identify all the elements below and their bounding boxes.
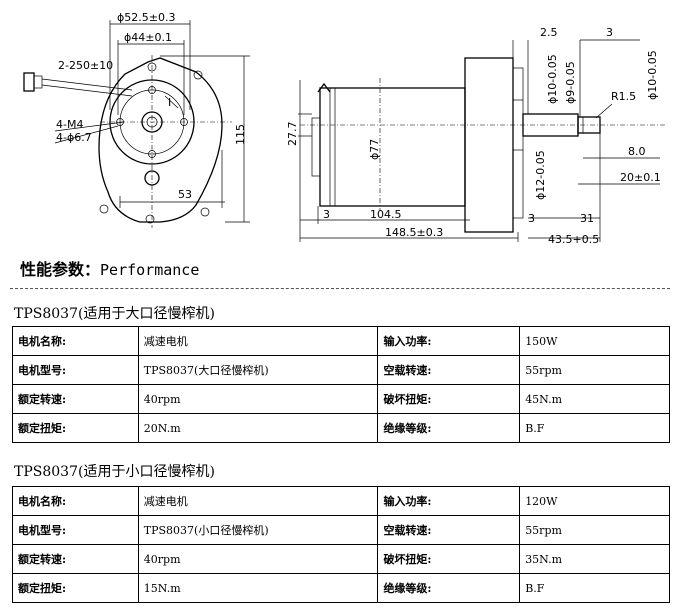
divider xyxy=(10,288,670,289)
technical-drawing: ϕ52.5±0.3 ϕ44±0.1 2-250±10 4-M4 4-ϕ6.7 1… xyxy=(23,11,665,246)
table-row: 额定扭矩: 20N.m 绝缘等级: B.F xyxy=(12,413,670,443)
table-row: 额定扭矩: 15N.m 绝缘等级: B.F xyxy=(12,573,670,603)
dim-10a: ϕ10-0.05 xyxy=(546,54,559,104)
cell-value: 150W xyxy=(519,326,670,356)
table-row: 电机名称: 减速电机 输入功率: 120W xyxy=(12,486,670,516)
cell-value: 55rpm xyxy=(519,355,670,385)
cell-key: 空载转速: xyxy=(377,355,521,385)
dim-20: 20±0.1 xyxy=(620,171,661,184)
dim-2-5: 2.5 xyxy=(540,26,558,39)
dim-9: ϕ9-0.05 xyxy=(564,61,577,104)
dim-r15: R1.5 xyxy=(611,90,636,103)
dim-3a: 3 xyxy=(323,208,330,221)
detail-mark: I xyxy=(168,96,171,109)
dim-10b: ϕ10-0.05 xyxy=(646,50,659,100)
cell-key: 额定扭矩: xyxy=(12,413,139,443)
cell-key: 电机名称: xyxy=(12,486,139,516)
cell-value: 55rpm xyxy=(519,515,670,545)
dim-wire: 2-250±10 xyxy=(58,59,113,72)
cell-value: TPS8037(大口径慢榨机) xyxy=(137,355,379,385)
dim-holes: 4-ϕ6.7 xyxy=(56,131,92,144)
cell-value: TPS8037(小口径慢榨机) xyxy=(137,515,379,545)
cell-value: 40rpm xyxy=(137,544,379,574)
table-2-title: TPS8037(适用于小口径慢榨机) xyxy=(14,464,215,480)
cell-key: 电机名称: xyxy=(12,326,139,356)
table-row: 电机型号: TPS8037(小口径慢榨机) 空载转速: 55rpm xyxy=(12,515,670,545)
cell-key: 输入功率: xyxy=(377,486,521,516)
cell-key: 额定转速: xyxy=(12,544,139,574)
cell-key: 额定扭矩: xyxy=(12,573,139,603)
performance-heading-en: Performance xyxy=(100,261,200,279)
cell-value: 120W xyxy=(519,486,670,516)
cell-key: 额定转速: xyxy=(12,384,139,414)
dim-3c: 3 xyxy=(528,212,535,225)
dim-31: 31 xyxy=(580,212,594,225)
table-row: 电机型号: TPS8037(大口径慢榨机) 空载转速: 55rpm xyxy=(12,355,670,385)
cell-value: B.F xyxy=(519,573,670,603)
cell-value: 减速电机 xyxy=(137,486,379,516)
dim-44: ϕ44±0.1 xyxy=(124,31,172,44)
dim-52-5: ϕ52.5±0.3 xyxy=(117,11,175,24)
side-view: 27.7 ϕ77 3 104.5 148.5±0.3 2.5 3 ϕ10-0.0… xyxy=(286,26,665,246)
cell-key: 绝缘等级: xyxy=(377,573,521,603)
cell-key: 绝缘等级: xyxy=(377,413,521,443)
dim-8: 8.0 xyxy=(628,145,646,158)
performance-heading-cn: 性能参数： xyxy=(20,260,101,279)
table-row: 额定转速: 40rpm 破坏扭矩: 35N.m xyxy=(12,544,670,574)
dim-77: ϕ77 xyxy=(368,139,381,160)
dim-148-5: 148.5±0.3 xyxy=(385,226,443,239)
dim-12: ϕ12-0.05 xyxy=(534,150,547,200)
cell-key: 破坏扭矩: xyxy=(377,544,521,574)
dim-27-7: 27.7 xyxy=(286,122,299,147)
dim-53: 53 xyxy=(178,188,192,201)
dim-43-5: 43.5+0.5 xyxy=(548,233,599,246)
cell-key: 电机型号: xyxy=(12,515,139,545)
cell-key: 输入功率: xyxy=(377,326,521,356)
cell-value: 35N.m xyxy=(519,544,670,574)
table-row: 额定转速: 40rpm 破坏扭矩: 45N.m xyxy=(12,384,670,414)
cell-key: 空载转速: xyxy=(377,515,521,545)
cell-key: 破坏扭矩: xyxy=(377,384,521,414)
cell-value: 20N.m xyxy=(137,413,379,443)
spec-table-small: 电机名称: 减速电机 输入功率: 120W 电机型号: TPS8037(小口径慢… xyxy=(12,486,670,603)
table-row: 电机名称: 减速电机 输入功率: 150W xyxy=(12,326,670,356)
dim-115: 115 xyxy=(234,124,247,145)
cell-value: 减速电机 xyxy=(137,326,379,356)
cell-value: B.F xyxy=(519,413,670,443)
cell-value: 40rpm xyxy=(137,384,379,414)
dim-104-5: 104.5 xyxy=(370,208,402,221)
cell-value: 15N.m xyxy=(137,573,379,603)
table-1-title: TPS8037(适用于大口径慢榨机) xyxy=(14,306,215,322)
dim-m4: 4-M4 xyxy=(56,118,83,131)
front-view: ϕ52.5±0.3 ϕ44±0.1 2-250±10 4-M4 4-ϕ6.7 1… xyxy=(23,11,250,228)
spec-table-large: 电机名称: 减速电机 输入功率: 150W 电机型号: TPS8037(大口径慢… xyxy=(12,326,670,443)
cell-value: 45N.m xyxy=(519,384,670,414)
performance-heading: 性能参数：Performance xyxy=(20,256,199,280)
cell-key: 电机型号: xyxy=(12,355,139,385)
dim-3b: 3 xyxy=(606,26,613,39)
